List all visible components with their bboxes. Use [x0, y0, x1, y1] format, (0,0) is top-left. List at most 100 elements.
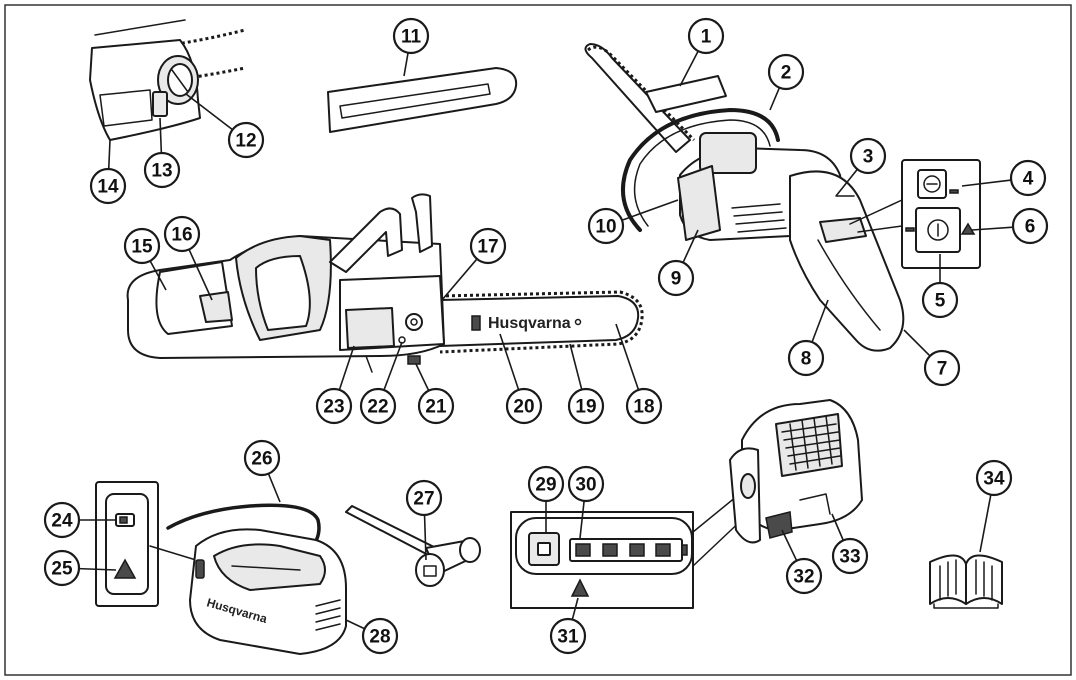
- callout-circle: [785, 557, 823, 595]
- callout-leader: [267, 473, 281, 503]
- callout-number: 18: [633, 397, 654, 418]
- callout-circle: [625, 387, 663, 425]
- callout-leader: [149, 260, 167, 291]
- callout-number: 16: [171, 225, 192, 246]
- callout-24: 24: [43, 501, 116, 539]
- callout-circle: [243, 439, 281, 477]
- callout-circle: [1009, 159, 1047, 197]
- callout-circle: [315, 387, 353, 425]
- combination-wrench: [345, 505, 481, 587]
- callout-13: 13: [143, 117, 181, 189]
- callout-leader: [831, 513, 845, 541]
- callout-circle: [43, 501, 81, 539]
- callout-leader: [579, 500, 585, 539]
- callout-number: 33: [839, 547, 860, 568]
- callout-leader: [403, 52, 409, 77]
- callout-17: 17: [441, 227, 507, 301]
- callout-leader: [811, 299, 829, 343]
- callout-8: 8: [787, 299, 829, 377]
- callout-33: 33: [831, 513, 869, 575]
- callout-15: 15: [123, 227, 167, 291]
- callout-number: 26: [251, 449, 272, 470]
- callout-leader: [499, 333, 520, 391]
- callout-25: 25: [43, 549, 117, 587]
- bar-nut: [405, 313, 423, 331]
- callout-number: 24: [51, 511, 73, 532]
- callout-number: 19: [575, 397, 596, 418]
- callout-number: 22: [367, 397, 388, 418]
- warning-icon-small: [960, 222, 976, 235]
- callout-leader: [682, 229, 699, 263]
- chainsaw-side-view: Husqvarna: [126, 193, 644, 373]
- callout-2: 2: [767, 53, 805, 111]
- callout-circle: [657, 259, 695, 297]
- eco-mode-icon: [923, 175, 941, 193]
- callout-number: 10: [595, 217, 616, 238]
- callout-number: 20: [513, 397, 534, 418]
- callout-22: 22: [359, 341, 403, 425]
- figure-frame: [4, 4, 1072, 676]
- callout-leader: [615, 323, 640, 391]
- callout-circle: [89, 167, 127, 205]
- saw-chain: [439, 290, 644, 354]
- callout-20: 20: [499, 333, 543, 425]
- callout-leader: [679, 50, 699, 87]
- callout-circle: [527, 465, 565, 503]
- callout-4: 4: [961, 159, 1047, 197]
- callout-circle: [505, 387, 543, 425]
- callout-leader: [769, 87, 781, 111]
- callout-circle: [361, 617, 399, 655]
- callout-circle: [392, 17, 430, 55]
- callout-29: 29: [527, 465, 565, 532]
- callout-number: 17: [477, 237, 498, 258]
- warning-icon: [113, 558, 137, 579]
- callout-leader: [979, 494, 992, 553]
- chain-catcher: [407, 355, 421, 365]
- callout-leader: [571, 597, 579, 620]
- callout-circle: [163, 215, 201, 253]
- callout-27: 27: [405, 479, 443, 561]
- callout-number: 28: [369, 627, 390, 648]
- callout-leader: [621, 199, 679, 221]
- callout-1: 1: [679, 17, 725, 87]
- callout-7: 7: [903, 329, 961, 387]
- callout-32: 32: [781, 529, 823, 595]
- callout-leader: [383, 341, 403, 391]
- callout-leader: [78, 567, 117, 571]
- callout-circle: [417, 387, 455, 425]
- callout-circle: [549, 617, 587, 655]
- callout-number: 27: [413, 489, 434, 510]
- callout-circle: [587, 207, 625, 245]
- battery-led-4: [655, 543, 671, 557]
- chain-cover-detail: [89, 19, 246, 141]
- callout-circle: [123, 227, 161, 265]
- callout-leader: [961, 179, 1012, 187]
- callout-leader: [423, 514, 427, 561]
- callout-30: 30: [567, 465, 605, 539]
- power-icon: [927, 219, 949, 241]
- callout-number: 25: [51, 559, 73, 580]
- callout-circle: [849, 137, 887, 175]
- callout-28: 28: [345, 617, 399, 655]
- callout-14: 14: [89, 139, 127, 205]
- callout-23: 23: [315, 345, 355, 425]
- callout-number: 7: [937, 359, 948, 380]
- callout-number: 12: [235, 131, 256, 152]
- callout-number: 14: [97, 177, 119, 198]
- callout-11: 11: [392, 17, 430, 77]
- battery-led-1: [575, 543, 591, 557]
- callout-9: 9: [657, 229, 699, 297]
- bar-brand-label: Husqvarna: [488, 315, 571, 332]
- callout-number: 4: [1023, 169, 1034, 190]
- callout-19: 19: [567, 343, 605, 425]
- callout-circle: [469, 227, 507, 265]
- battery-pack: [729, 399, 863, 544]
- callout-12: 12: [185, 93, 265, 159]
- release-lever: [152, 91, 168, 117]
- callout-number: 9: [671, 269, 682, 290]
- callout-circle: [831, 537, 869, 575]
- guide-bar: [439, 295, 640, 347]
- callout-leader: [781, 529, 798, 562]
- callout-number: 21: [425, 397, 447, 418]
